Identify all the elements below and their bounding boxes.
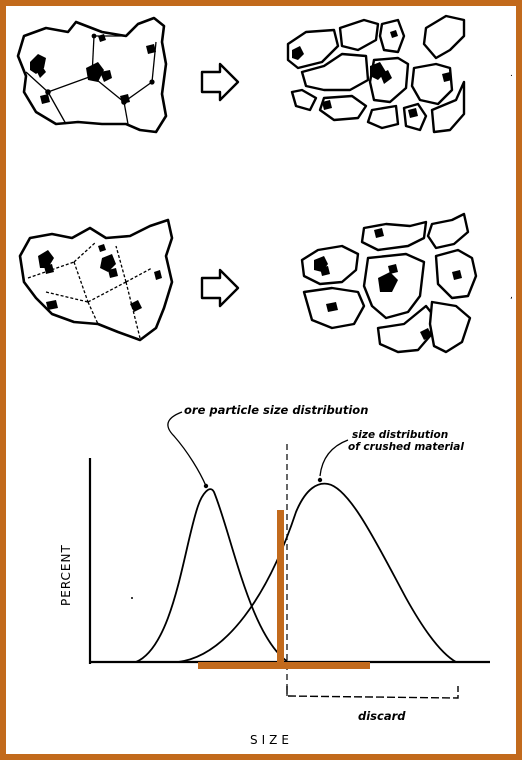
size-distribution-plot: [88, 411, 490, 699]
stray-mark: ,: [510, 291, 513, 301]
x-axis-label: SIZE: [250, 733, 293, 747]
crushed-distribution-label-line2: of crushed material: [348, 441, 464, 453]
highlight-vertical-bar: [277, 510, 284, 664]
mineral-grains: [30, 33, 156, 105]
right-arrow-icon: [200, 268, 240, 308]
mineral-grains: [292, 30, 452, 118]
mineral-grains: [314, 228, 462, 340]
figure-canvas: .: [16, 14, 513, 747]
highlight-horizontal-bar: [198, 662, 370, 669]
crushed-label-leader: [319, 439, 349, 477]
ore-lump-middle-left: [18, 218, 174, 342]
discard-label: discard: [358, 709, 406, 723]
mineral-grains: [38, 244, 162, 312]
ore-label-leader: [167, 411, 207, 487]
stray-mark: .: [510, 69, 513, 79]
right-arrow-icon: [200, 62, 240, 102]
crushed-distribution-label-line1: size distribution: [352, 429, 448, 441]
ore-distribution-curve: [135, 488, 289, 663]
fragments-top-right: [286, 14, 466, 134]
ore-lump-top-left: [16, 16, 168, 134]
figure-panel: .: [6, 6, 516, 754]
crushed-distribution-curve: [177, 482, 457, 663]
discard-bracket: [286, 686, 459, 699]
ore-distribution-label: ore particle size distribution: [184, 403, 368, 417]
y-axis-label: PERCENT: [59, 544, 73, 606]
